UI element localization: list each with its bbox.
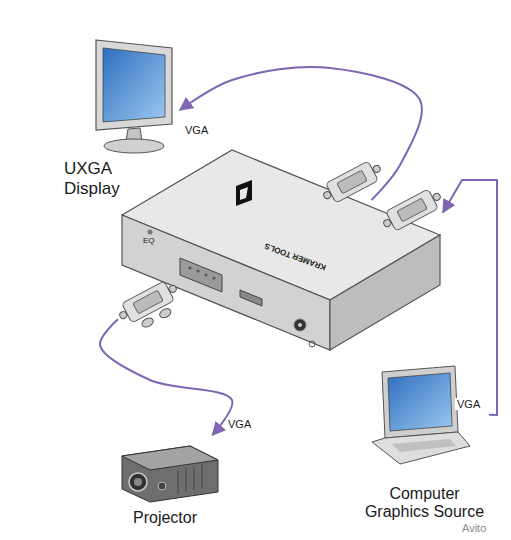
edge-label: VGA — [226, 418, 253, 430]
kramer-device — [122, 150, 440, 350]
vga-plug — [115, 277, 186, 336]
display-node: UXGA Display — [60, 38, 180, 198]
node-label: UXGA Display — [64, 159, 140, 198]
port-label: EQ — [143, 236, 155, 245]
laptop-drawing — [372, 366, 470, 464]
node-label: Projector — [133, 509, 197, 527]
projector-node: Projector — [115, 435, 240, 527]
node-label: Computer Graphics Source — [362, 485, 487, 522]
edge-label: VGA — [455, 398, 482, 410]
vga-cable — [443, 180, 497, 415]
vga-plug — [319, 157, 385, 206]
vga-plug — [379, 185, 445, 234]
projector-drawing — [122, 446, 218, 502]
computer-node: Computer Graphics Source — [362, 362, 489, 522]
monitor-drawing — [96, 40, 172, 153]
edge-label: VGA — [183, 124, 210, 136]
node-label: KRAMER TOOLS — [263, 241, 327, 272]
watermark: Avito — [462, 522, 486, 534]
device-node: KRAMER TOOLS — [118, 200, 443, 355]
vga-cable — [100, 319, 233, 435]
vga-cable — [180, 67, 422, 200]
